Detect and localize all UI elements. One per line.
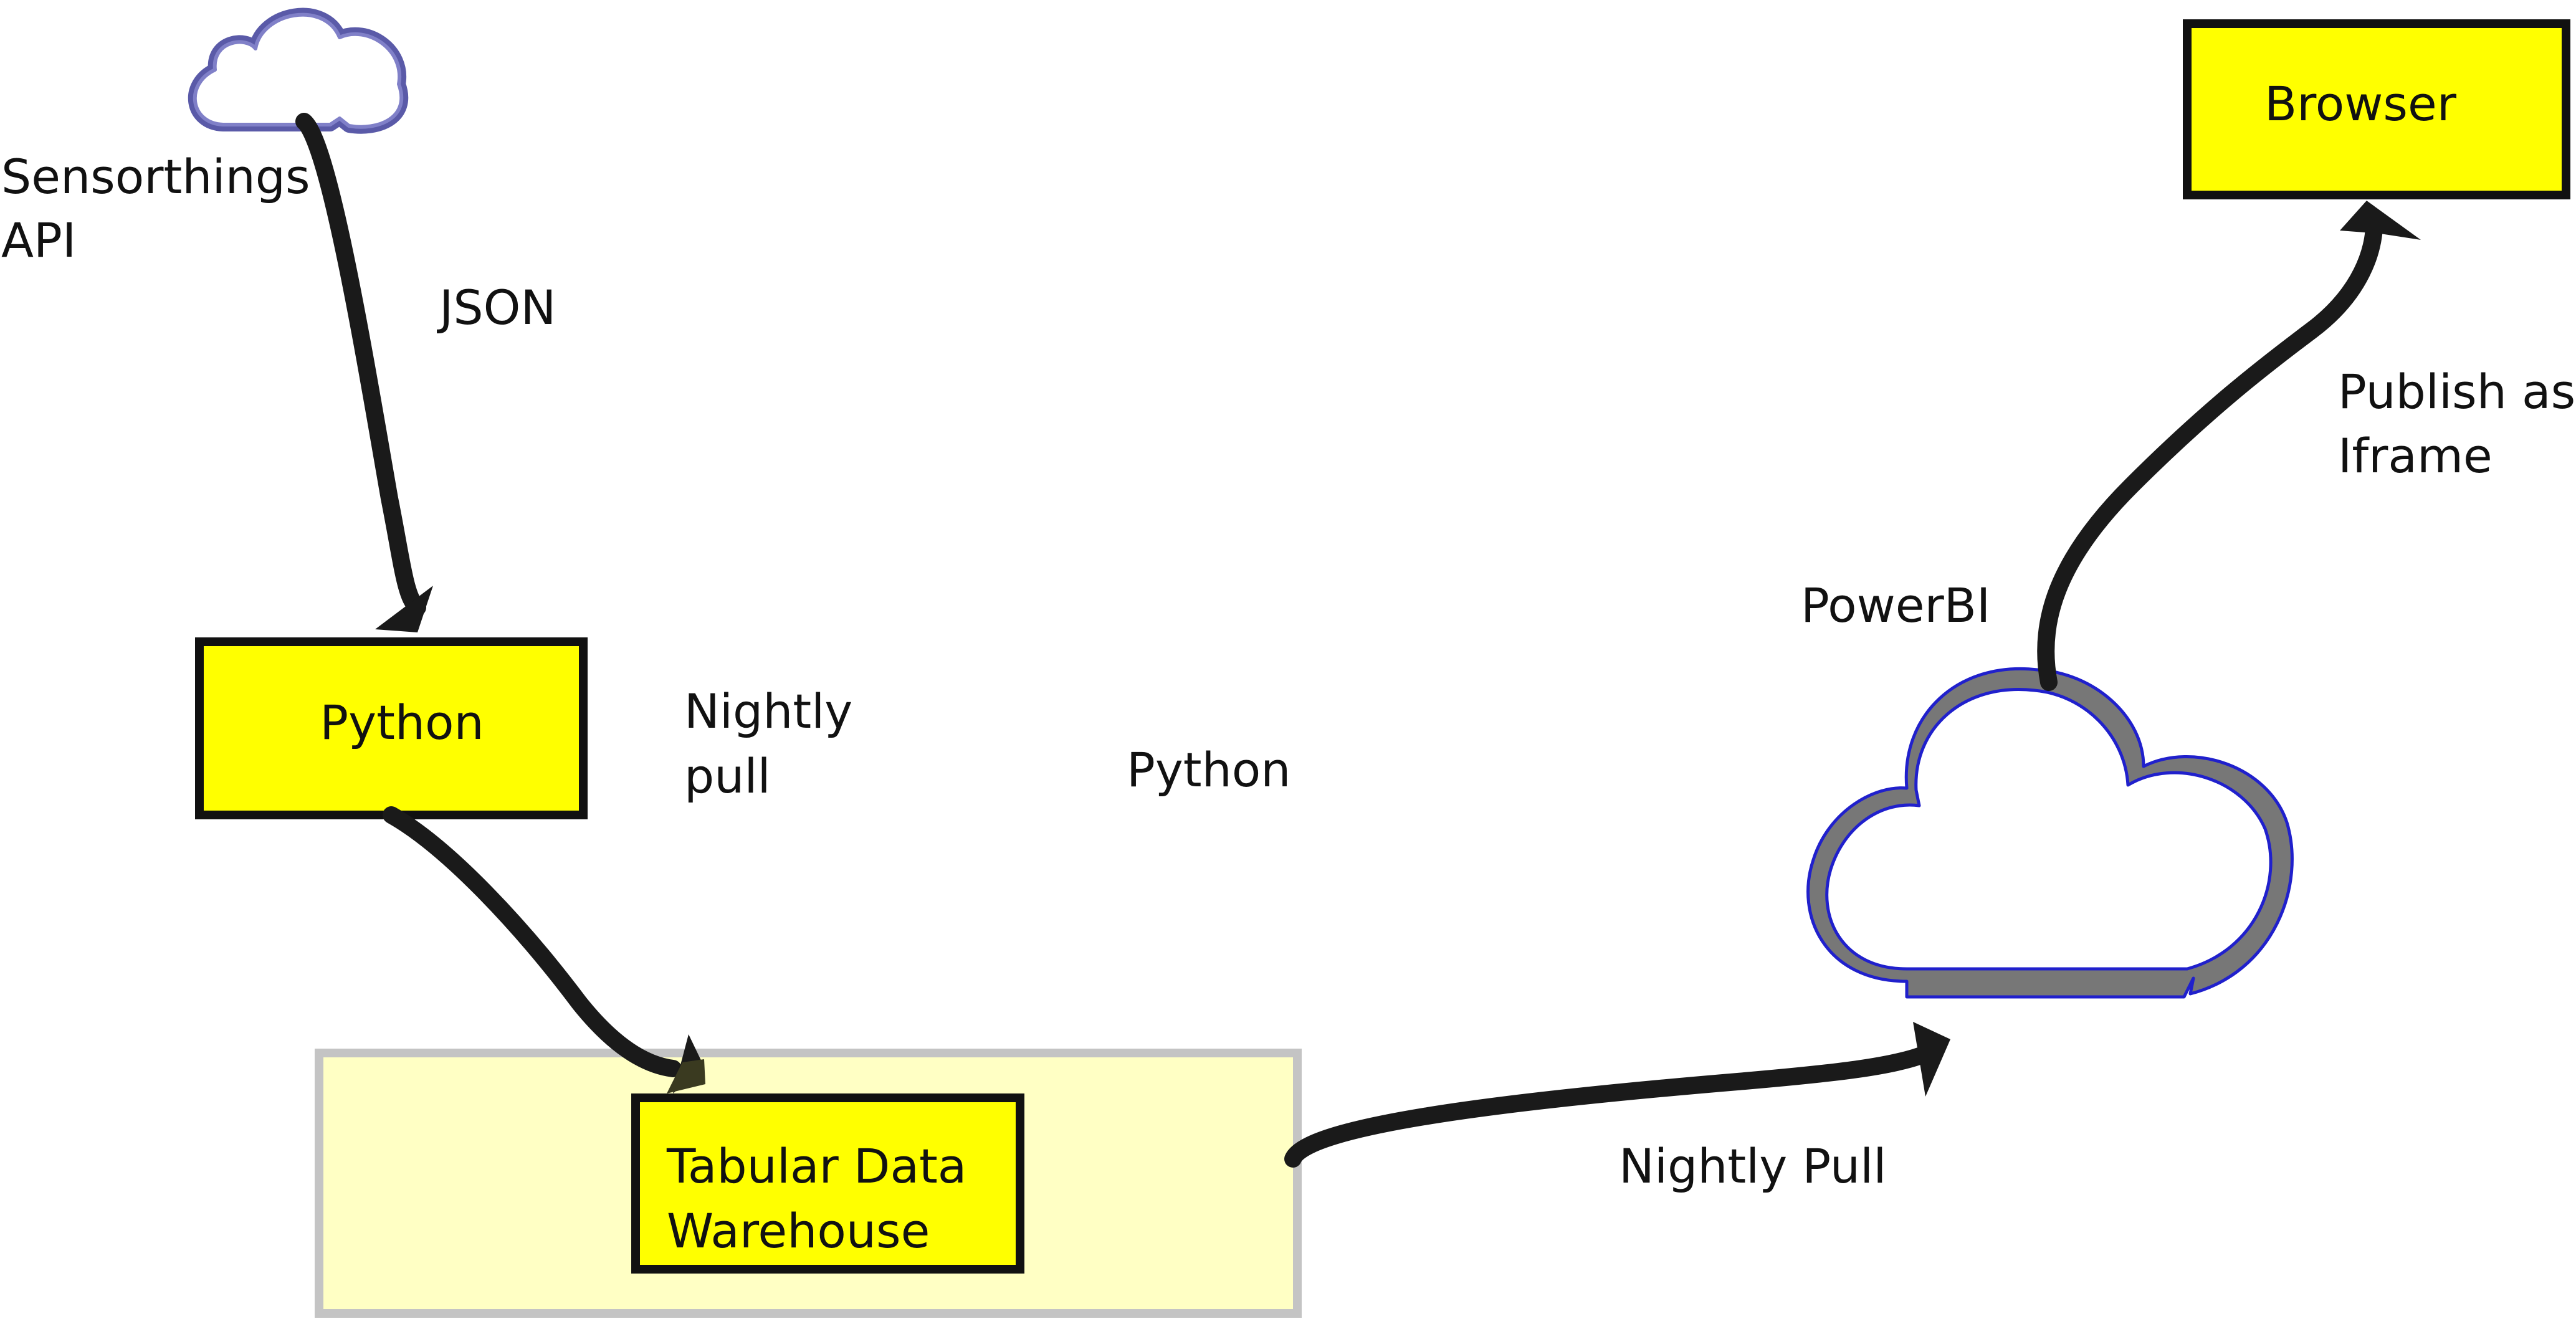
python-annotation-label: Python	[1127, 742, 1290, 798]
edge-publish-iframe-arrowhead	[2340, 201, 2421, 240]
powerbi-cloud-icon	[1806, 667, 2294, 999]
edge-publish-iframe-line	[2037, 216, 2383, 691]
python-node: Python	[195, 637, 588, 819]
sensorthings-label-line2: API	[1, 212, 76, 268]
warehouse-label-line2: Warehouse	[667, 1203, 930, 1259]
edge-json: JSON	[295, 113, 556, 632]
warehouse-box	[631, 1093, 1024, 1274]
edge-json-arrowhead	[375, 586, 433, 632]
edge-publish-iframe: Publish as Iframe	[2037, 201, 2575, 691]
edge-nightly-pull-lower-line1: Nightly	[684, 684, 852, 739]
sensorthings-cloud-icon	[188, 7, 409, 134]
edge-json-line	[295, 113, 426, 616]
warehouse-label-line1: Tabular Data	[666, 1138, 966, 1194]
edge-nightly-pull-upper-arrowhead	[1913, 1022, 1950, 1097]
sensorthings-label-line1: Sensorthings	[1, 149, 310, 204]
powerbi-label: PowerBI	[1801, 578, 1990, 633]
edge-publish-iframe-line1: Publish as	[2338, 364, 2575, 419]
browser-box-label: Browser	[2264, 76, 2457, 131]
edge-nightly-pull-lower-line	[383, 806, 682, 1077]
edge-publish-iframe-line2: Iframe	[2338, 428, 2493, 483]
warehouse-node: Tabular Data Warehouse	[631, 1093, 1024, 1274]
browser-node: Browser	[2183, 19, 2570, 199]
edge-nightly-pull-lower-line2: pull	[684, 748, 771, 804]
edge-json-label: JSON	[437, 280, 556, 335]
python-box-label: Python	[320, 695, 484, 750]
edge-nightly-pull-upper-label: Nightly Pull	[1619, 1138, 1886, 1194]
browser-box	[2183, 19, 2570, 199]
edge-nightly-pull-upper-line	[1284, 1047, 1928, 1168]
edge-nightly-pull-upper: Nightly Pull	[1284, 1022, 1950, 1194]
edge-nightly-pull-lower: Nightly pull	[383, 684, 852, 1093]
edge-nightly-pull-lower-overlap	[667, 1059, 705, 1093]
